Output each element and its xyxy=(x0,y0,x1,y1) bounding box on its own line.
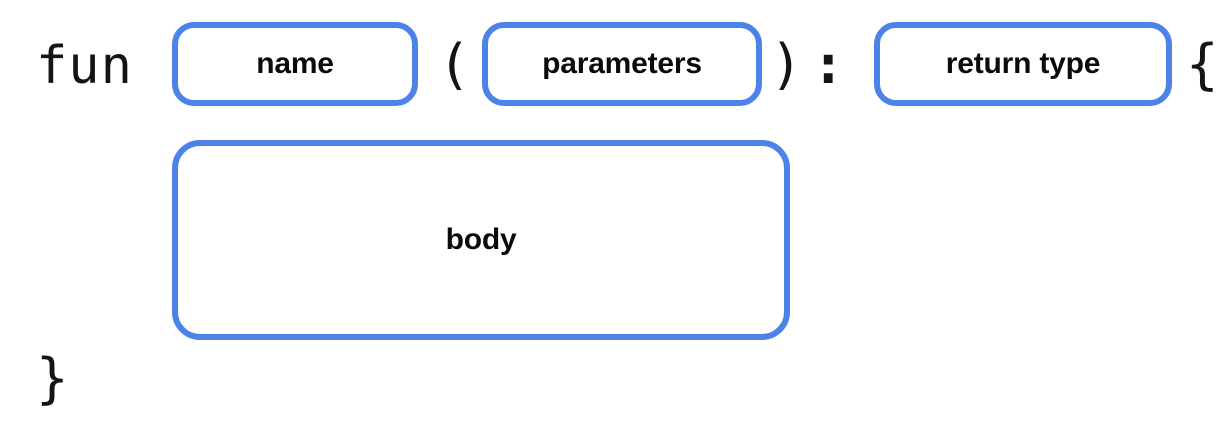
brace-close-token: } xyxy=(36,347,69,410)
slot-parameters[interactable]: parameters xyxy=(482,22,762,106)
slot-name-label: name xyxy=(256,47,334,80)
slot-return-type[interactable]: return type xyxy=(874,22,1172,106)
slot-body-label: body xyxy=(445,223,517,256)
slot-return-type-label: return type xyxy=(945,47,1101,80)
paren-close-token: ) xyxy=(770,33,803,96)
slot-parameters-label: parameters xyxy=(542,47,702,80)
paren-open-token: ( xyxy=(438,33,471,96)
slot-name[interactable]: name xyxy=(172,22,418,106)
slot-body[interactable]: body xyxy=(172,140,790,340)
brace-open-token: { xyxy=(1186,33,1219,96)
colon-token: : xyxy=(812,33,845,96)
keyword-fun: fun xyxy=(36,36,133,96)
